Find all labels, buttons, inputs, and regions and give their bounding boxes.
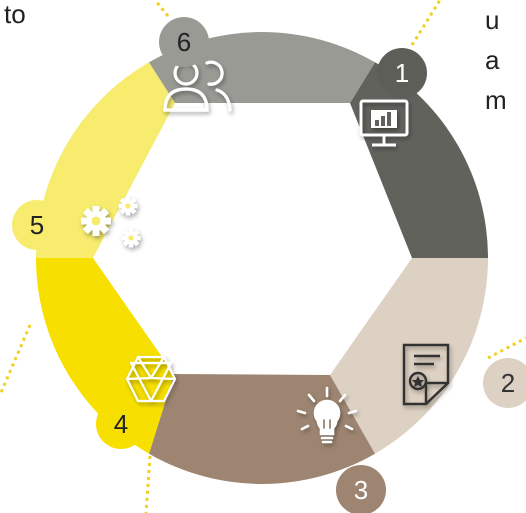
badge-2: 2 [483, 358, 526, 408]
connector-line-4 [0, 324, 32, 396]
text-fragment-top-left: to [4, 0, 26, 29]
lightbulb-icon [296, 386, 358, 444]
connector-line-2 [487, 336, 526, 360]
badge-5: 5 [12, 200, 62, 250]
monitor-chart-icon [359, 99, 409, 147]
badge-2-circle [483, 358, 526, 408]
badge-1: 1 [377, 48, 427, 98]
badge-4: 4 [96, 399, 146, 449]
certificate-icon [402, 343, 450, 406]
badge-5-number: 5 [30, 210, 44, 240]
text-fragment-right-2: a [485, 45, 500, 75]
geometric-cube-icon [125, 355, 177, 403]
badge-2-number: 2 [501, 368, 515, 398]
badge-6: 6 [159, 17, 209, 67]
badge-6-circle [159, 17, 209, 67]
gears-icon [81, 196, 141, 248]
badge-1-number: 1 [395, 58, 409, 88]
badge-6-number: 6 [177, 27, 191, 57]
segment-3[interactable] [149, 374, 375, 484]
badge-4-number: 4 [114, 409, 128, 439]
segment-2[interactable] [330, 258, 488, 454]
segment-1[interactable] [350, 62, 488, 258]
badge-3: 3 [336, 465, 386, 513]
badge-5-circle [12, 200, 62, 250]
badge-1-circle [377, 48, 427, 98]
badge-3-circle [336, 465, 386, 513]
text-fragment-right-3: m [485, 85, 507, 115]
badge-4-circle [96, 399, 146, 449]
badge-3-number: 3 [354, 475, 368, 505]
segment-4[interactable] [36, 258, 174, 454]
connector-line-5 [153, 0, 170, 17]
connector-line-3 [144, 455, 152, 513]
text-fragment-right-1: u [485, 5, 500, 35]
segment-5[interactable] [36, 62, 175, 258]
connector-line-1 [410, 0, 442, 46]
